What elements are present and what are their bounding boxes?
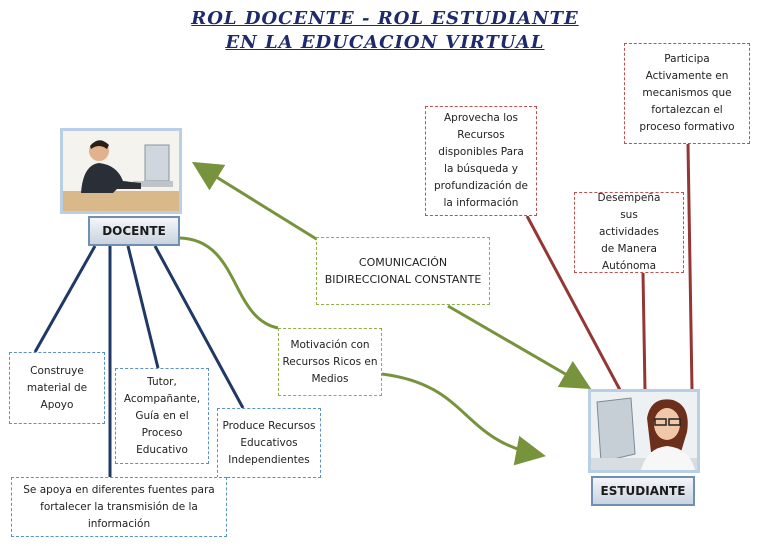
tutor-box: Tutor, Acompañante, Guía en el Proceso E…	[115, 368, 209, 464]
arrow-to-estudiante	[447, 304, 592, 390]
title-line-1: ROL DOCENTE - ROL ESTUDIANTE	[191, 8, 579, 29]
docente-label: DOCENTE	[88, 216, 180, 246]
title-line-2: EN LA EDUCACION VIRTUAL	[225, 32, 545, 53]
aprovecha-text: Aprovecha los Recursos disponibles Para …	[434, 112, 528, 209]
man-at-computer-icon	[63, 131, 179, 211]
apoya-text: Se apoya en diferentes fuentes para fort…	[23, 483, 215, 530]
woman-at-laptop-icon	[591, 392, 697, 470]
desempena-text: Desempeña sus actividades de Manera Autó…	[597, 192, 661, 272]
comunicacion-box: COMUNICACIÓN BIDIRECCIONAL CONSTANTE	[316, 237, 490, 305]
arrow-to-docente	[191, 161, 319, 242]
apoya-box: Se apoya en diferentes fuentes para fort…	[11, 477, 227, 537]
curve-docente-motivacion	[179, 236, 279, 330]
estudiante-photo	[588, 389, 700, 473]
estudiante-label: ESTUDIANTE	[591, 476, 695, 506]
comunicacion-text: COMUNICACIÓN BIDIRECCIONAL CONSTANTE	[324, 256, 482, 286]
desempena-box: Desempeña sus actividades de Manera Autó…	[574, 192, 684, 273]
docente-photo	[60, 128, 182, 214]
tutor-text: Tutor, Acompañante, Guía en el Proceso E…	[123, 375, 201, 456]
participa-box: Participa Activamente en mecanismos que …	[624, 43, 750, 144]
line-estudiante-aprovecha	[525, 215, 622, 391]
motivacion-box: Motivación con Recursos Ricos en Medios	[278, 328, 382, 396]
line-docente-construye	[33, 245, 97, 353]
line-estudiante-participa	[686, 143, 694, 391]
construye-text: Construye material de Apoyo	[26, 364, 88, 411]
line-estudiante-desempena	[641, 272, 647, 391]
line-docente-produce	[153, 245, 245, 409]
motivacion-text: Motivación con Recursos Ricos en Medios	[282, 338, 378, 385]
aprovecha-box: Aprovecha los Recursos disponibles Para …	[425, 106, 537, 216]
curve-motivacion-estudiante	[381, 372, 546, 466]
construye-box: Construye material de Apoyo	[9, 352, 105, 424]
produce-box: Produce Recursos Educativos Independient…	[217, 408, 321, 478]
participa-text: Participa Activamente en mecanismos que …	[639, 53, 735, 133]
line-docente-tutor	[126, 245, 160, 369]
produce-text: Produce Recursos Educativos Independient…	[222, 419, 316, 466]
